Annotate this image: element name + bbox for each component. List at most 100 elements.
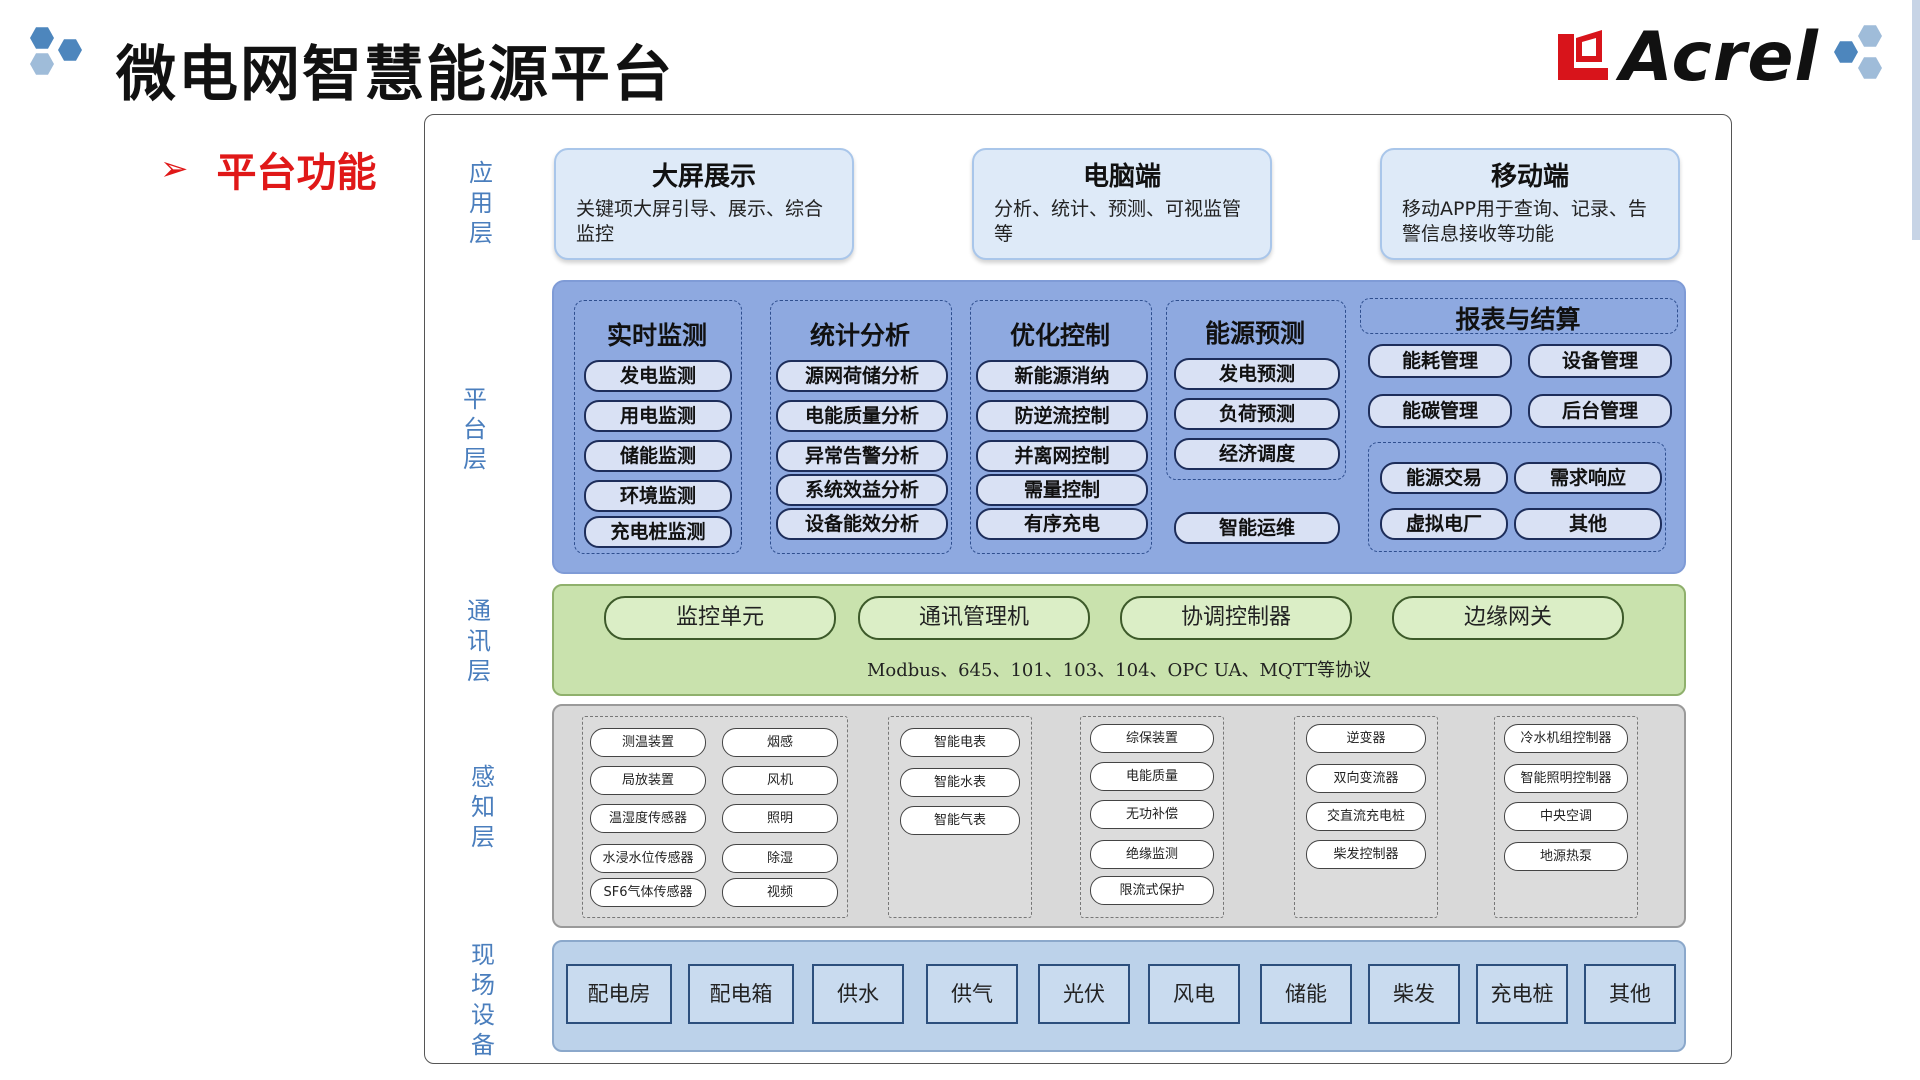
logo-hex-icon <box>1834 41 1858 63</box>
sense-item[interactable]: 地源热泵 <box>1504 842 1628 871</box>
sense-item[interactable]: 中央空调 <box>1504 802 1628 831</box>
platform-item-ops[interactable]: 智能运维 <box>1174 512 1340 544</box>
field-item[interactable]: 充电桩 <box>1476 964 1568 1024</box>
sense-item[interactable]: 交直流充电桩 <box>1306 802 1426 831</box>
app-card-title: 电脑端 <box>1082 162 1161 192</box>
sense-item[interactable]: 除湿 <box>722 844 838 873</box>
platform-group <box>1166 300 1346 480</box>
field-item[interactable]: 供水 <box>812 964 904 1024</box>
layer-label-sense: 感知层 <box>471 763 495 851</box>
sense-item[interactable]: 智能水表 <box>900 768 1020 797</box>
platform-item[interactable]: 需量控制 <box>976 474 1148 506</box>
comm-item[interactable]: 边缘网关 <box>1392 596 1624 640</box>
slide-edge <box>1912 0 1920 240</box>
sense-item[interactable]: 智能电表 <box>900 728 1020 757</box>
platform-item[interactable]: 防逆流控制 <box>976 400 1148 432</box>
field-layer: 配电房 配电箱 供水 供气 光伏 风电 储能 柴发 充电桩 其他 <box>552 940 1686 1052</box>
app-card-title: 移动端 <box>1490 162 1569 192</box>
sense-item[interactable]: 双向变流器 <box>1306 764 1426 793</box>
field-item[interactable]: 配电房 <box>566 964 672 1024</box>
comm-item[interactable]: 协调控制器 <box>1120 596 1352 640</box>
sense-item[interactable]: 烟感 <box>722 728 838 757</box>
field-item[interactable]: 供气 <box>926 964 1018 1024</box>
sense-item[interactable]: 综保装置 <box>1090 724 1214 753</box>
platform-item[interactable]: 发电监测 <box>584 360 732 392</box>
logo-hex-icon <box>30 53 54 75</box>
comm-item[interactable]: 监控单元 <box>604 596 836 640</box>
platform-group-title: 能源预测 <box>1204 319 1305 348</box>
platform-item[interactable]: 设备管理 <box>1528 344 1672 378</box>
protocol-text: Modbus、645、101、103、104、OPC UA、MQTT等协议 <box>866 660 1372 681</box>
app-card-desc: 移动APP用于查询、记录、告警信息接收等功能 <box>1402 198 1647 245</box>
platform-item[interactable]: 源网荷储分析 <box>776 360 948 392</box>
sense-item[interactable]: 电能质量 <box>1090 762 1214 791</box>
sense-item[interactable]: 柴发控制器 <box>1306 840 1426 869</box>
sense-item[interactable]: 局放装置 <box>590 766 706 795</box>
field-item[interactable]: 储能 <box>1260 964 1352 1024</box>
trade-item[interactable]: 虚拟电厂 <box>1380 508 1508 540</box>
sense-item[interactable]: 照明 <box>722 804 838 833</box>
sense-item[interactable]: 无功补偿 <box>1090 800 1214 829</box>
layer-label-comm: 通讯层 <box>467 597 491 685</box>
sense-item[interactable]: 水浸水位传感器 <box>590 844 706 873</box>
field-item[interactable]: 光伏 <box>1038 964 1130 1024</box>
platform-item[interactable]: 电能质量分析 <box>776 400 948 432</box>
platform-item[interactable]: 异常告警分析 <box>776 440 948 472</box>
sense-item[interactable]: 温湿度传感器 <box>590 804 706 833</box>
layer-label-app: 应用层 <box>469 159 493 247</box>
app-card-mobile[interactable]: 移动端 移动APP用于查询、记录、告警信息接收等功能 <box>1380 148 1680 260</box>
field-item[interactable]: 配电箱 <box>688 964 794 1024</box>
platform-item[interactable]: 有序充电 <box>976 508 1148 540</box>
platform-item[interactable]: 充电桩监测 <box>584 516 732 548</box>
sense-item[interactable]: 测温装置 <box>590 728 706 757</box>
platform-group <box>574 300 742 554</box>
app-card-pc[interactable]: 电脑端 分析、统计、预测、可视监管等 <box>972 148 1272 260</box>
sense-item[interactable]: SF6气体传感器 <box>590 878 706 907</box>
sense-item[interactable]: 风机 <box>722 766 838 795</box>
sense-item[interactable]: 逆变器 <box>1306 724 1426 753</box>
platform-item[interactable]: 并离网控制 <box>976 440 1148 472</box>
platform-item[interactable]: 负荷预测 <box>1174 398 1340 430</box>
platform-group <box>770 300 952 554</box>
platform-item[interactable]: 用电监测 <box>584 400 732 432</box>
platform-group <box>970 300 1152 554</box>
comm-layer: 监控单元 通讯管理机 协调控制器 边缘网关 Modbus、645、101、103… <box>552 584 1686 696</box>
logo-hex-icon <box>58 39 82 61</box>
page-title: 微电网智慧能源平台 <box>116 40 674 110</box>
platform-item[interactable]: 新能源消纳 <box>976 360 1148 392</box>
app-card-big-screen[interactable]: 大屏展示 关键项大屏引导、展示、综合监控 <box>554 148 854 260</box>
field-item[interactable]: 柴发 <box>1368 964 1460 1024</box>
trade-item[interactable]: 能源交易 <box>1380 462 1508 494</box>
field-item[interactable]: 其他 <box>1584 964 1676 1024</box>
layer-label-platform: 平台层 <box>463 385 487 473</box>
platform-layer: 实时监测 发电监测 用电监测 储能监测 环境监测 充电桩监测 统计分析 源网荷储… <box>552 280 1686 574</box>
platform-item[interactable]: 环境监测 <box>584 480 732 512</box>
section-heading: ➢ 平台功能 <box>160 140 377 198</box>
platform-item[interactable]: 能碳管理 <box>1368 394 1512 428</box>
trade-item[interactable]: 需求响应 <box>1514 462 1662 494</box>
logo-hex-icon <box>1858 57 1882 79</box>
sense-item[interactable]: 限流式保护 <box>1090 876 1214 905</box>
arrow-right-icon: ➢ <box>160 149 189 189</box>
platform-group-title: 优化控制 <box>1009 321 1110 350</box>
field-item[interactable]: 风电 <box>1148 964 1240 1024</box>
platform-item[interactable]: 后台管理 <box>1528 394 1672 428</box>
platform-item[interactable]: 系统效益分析 <box>776 474 948 506</box>
platform-item[interactable]: 经济调度 <box>1174 438 1340 470</box>
sense-item[interactable]: 智能气表 <box>900 806 1020 835</box>
sense-item[interactable]: 冷水机组控制器 <box>1504 724 1628 753</box>
trade-item[interactable]: 其他 <box>1514 508 1662 540</box>
logo-hex-icon <box>1858 25 1882 47</box>
trade-group <box>1368 442 1666 552</box>
sense-item[interactable]: 绝缘监测 <box>1090 840 1214 869</box>
platform-item[interactable]: 储能监测 <box>584 440 732 472</box>
sense-item[interactable]: 智能照明控制器 <box>1504 764 1628 793</box>
layer-label-field: 现场设备 <box>471 941 495 1059</box>
comm-item[interactable]: 通讯管理机 <box>858 596 1090 640</box>
platform-item[interactable]: 发电预测 <box>1174 358 1340 390</box>
sense-item[interactable]: 视频 <box>722 878 838 907</box>
platform-item[interactable]: 能耗管理 <box>1368 344 1512 378</box>
app-card-title: 大屏展示 <box>651 162 756 192</box>
brand-logo-text: Acrel <box>1620 18 1819 97</box>
platform-item[interactable]: 设备能效分析 <box>776 508 948 540</box>
